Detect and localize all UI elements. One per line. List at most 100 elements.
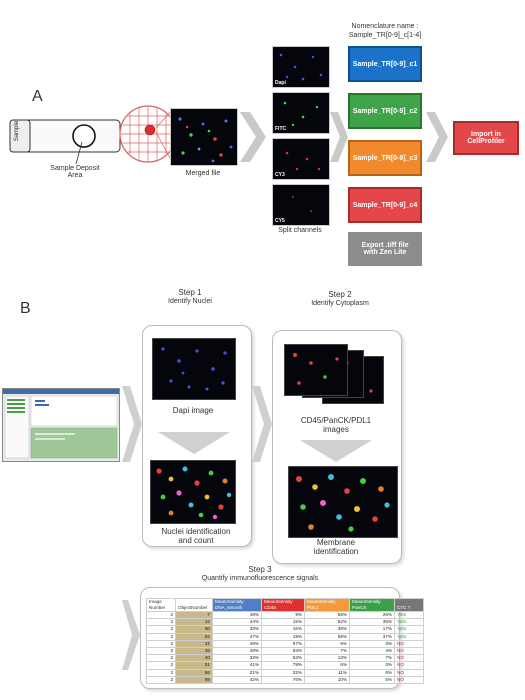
table-cell: 10% — [304, 675, 350, 684]
table-cell: YES — [394, 610, 424, 620]
channel-fitc-tag: FITC — [275, 126, 287, 132]
table-cell: 11% — [304, 668, 350, 677]
table-cell: 51 — [175, 661, 213, 670]
table-cell: 33% — [212, 654, 262, 663]
table-cell: 2 — [146, 639, 176, 648]
deposit-area-label: Sample Deposit Area — [50, 165, 100, 179]
table-header-cell: MeanIntensity PanCK — [349, 598, 395, 612]
chip-c3: Sample_TR[0-9]_c3 — [348, 140, 422, 176]
deposit-pointer — [75, 141, 83, 165]
table-cell: 97% — [261, 639, 305, 648]
table-cell: 15% — [261, 618, 305, 627]
split-channels-label: Split channels — [278, 227, 322, 234]
table-cell: 6% — [304, 639, 350, 648]
table-cell: 2 — [146, 646, 176, 656]
chip-c2: Sample_TR[0-9]_c2 — [348, 93, 422, 129]
table-cell: 31 — [175, 639, 213, 648]
table-cell: 26% — [349, 610, 395, 620]
dapi-image — [152, 338, 236, 400]
table-cell: 48% — [212, 610, 262, 620]
step3-subtitle: Quantify immunofluorescence signals — [201, 575, 319, 582]
table-cell: 62 — [175, 632, 213, 641]
table-header-cell: MeanIntensity DNA_smooth — [212, 598, 262, 612]
table-cell: NO — [394, 661, 424, 670]
table-cell: 60 — [175, 625, 213, 634]
step1-title: Step 1 — [178, 288, 202, 297]
table-cell: 41% — [212, 661, 262, 670]
sample-label: Sample — [14, 120, 20, 142]
table-cell: NO — [394, 668, 424, 677]
table-cell: 37% — [349, 632, 395, 641]
channel-cy5-image: CY5 — [272, 184, 330, 226]
panel-b-label: B — [20, 300, 31, 317]
table-cell: 42% — [212, 675, 262, 684]
arrow-to-step3 — [122, 600, 140, 670]
table-cell: 2 — [146, 661, 176, 670]
zoom-connector — [155, 109, 173, 163]
table-cell: NO — [394, 654, 424, 663]
table-cell: 3% — [349, 661, 395, 670]
table-header-cell: ObjectNumber — [175, 598, 213, 612]
nuclei-count-label: Nuclei identification and count — [161, 527, 231, 545]
export-box: Export .tiff file with Zen Lite — [348, 232, 422, 266]
table-cell: 2 — [146, 610, 176, 620]
cd45-panck-pdl1-label: CD45/PanCK/PDL1 images — [300, 416, 372, 434]
nomenclature-pattern: Sample_TR[0-9]_c[1-4] — [348, 32, 422, 39]
table-cell: YES — [394, 632, 424, 641]
table-cell: 62% — [304, 618, 350, 627]
table-cell: 93% — [261, 646, 305, 656]
table-cell: 2 — [146, 654, 176, 663]
table-cell: 35 — [175, 646, 213, 656]
step1-subtitle: Identify Nuclei — [168, 298, 212, 305]
chip-c3-label: Sample_TR[0-9]_c3 — [352, 154, 418, 162]
chip-c4-label: Sample_TR[0-9]_c4 — [352, 201, 418, 209]
table-cell: 7% — [349, 654, 395, 663]
arrow-split-to-rename — [330, 112, 348, 162]
membrane-identification-label: Membrane identification — [313, 538, 359, 556]
chip-c4: Sample_TR[0-9]_c4 — [348, 187, 422, 223]
arrow-step2-down — [300, 440, 372, 462]
table-cell: 6% — [304, 661, 350, 670]
import-label: Import in CellProfiler — [467, 131, 505, 145]
table-cell: NO — [394, 639, 424, 648]
chip-c1-label: Sample_TR[0-9]_c1 — [352, 60, 418, 68]
table-cell: 3% — [349, 639, 395, 648]
table-cell: 12 — [175, 618, 213, 627]
table-cell: 48% — [212, 646, 262, 656]
table-cell: YES — [394, 625, 424, 634]
cellprofiler-screenshot — [2, 388, 120, 462]
table-header-cell: CTC ? — [394, 598, 424, 612]
channel-dapi-image: Dapi — [272, 46, 330, 88]
dapi-image-label: Dapi image — [172, 406, 214, 415]
channel-cy3-image: CY3 — [272, 138, 330, 180]
table-cell: 19% — [261, 632, 305, 641]
table-cell: 69 — [175, 675, 213, 684]
arrow-merged-to-split — [240, 112, 266, 162]
table-cell: 4% — [349, 646, 395, 656]
table-cell: 47% — [212, 632, 262, 641]
table-cell: 13% — [304, 654, 350, 663]
table-cell: 2 — [146, 632, 176, 641]
import-box: Import in CellProfiler — [453, 121, 519, 155]
table-cell: 6% — [349, 668, 395, 677]
table-header-cell: MeanIntensity PDL1 — [304, 598, 350, 612]
table-cell: 76% — [261, 675, 305, 684]
channel-cy5-tag: CY5 — [275, 218, 285, 224]
export-label: Export .tiff file with Zen Lite — [361, 242, 409, 256]
table-cell: NO — [394, 675, 424, 684]
table-cell: 21% — [212, 668, 262, 677]
nuclei-identification-image — [150, 460, 236, 524]
table-cell: 2 — [146, 618, 176, 627]
membrane-identification-image — [288, 466, 398, 538]
table-cell: 32% — [261, 668, 305, 677]
panel-a-label: A — [32, 88, 43, 105]
